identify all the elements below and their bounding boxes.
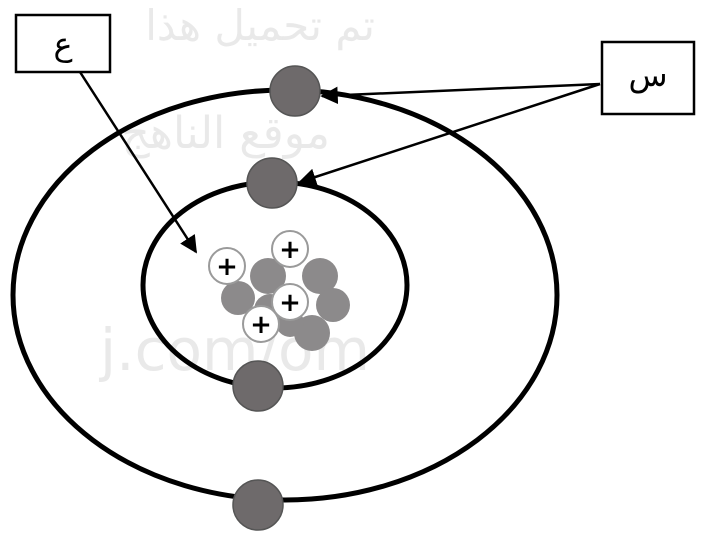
proton: +: [208, 247, 246, 285]
watermark-line-3: j.com/om: [98, 316, 370, 384]
proton-symbol: +: [216, 252, 238, 282]
electron-label: س: [628, 56, 667, 94]
nucleus-label-box: ع: [14, 13, 112, 74]
nucleus-label: ع: [53, 25, 72, 63]
arrow-to-inner-electron: [298, 82, 601, 186]
arrow-to-nucleus: [78, 71, 198, 254]
neutron: [316, 288, 350, 322]
proton-symbol: +: [250, 310, 272, 340]
nucleus: + + + +: [208, 230, 350, 351]
proton-symbol: +: [279, 235, 301, 265]
electron-outer-top: [269, 65, 321, 117]
proton: +: [271, 230, 309, 268]
arrow-to-outer-electron: [320, 82, 601, 105]
watermark-line-1: تم تحميل هذا: [145, 1, 375, 51]
neutron: [302, 258, 338, 294]
neutron: [221, 281, 255, 315]
electron-inner-bottom: [232, 360, 284, 412]
electron-label-box: س: [600, 40, 696, 116]
electron-outer-bottom: [232, 479, 284, 531]
proton: +: [271, 283, 309, 321]
neutron: [250, 258, 286, 294]
proton-symbol: +: [279, 288, 301, 318]
proton: +: [242, 305, 280, 343]
electron-inner-top: [246, 157, 298, 209]
